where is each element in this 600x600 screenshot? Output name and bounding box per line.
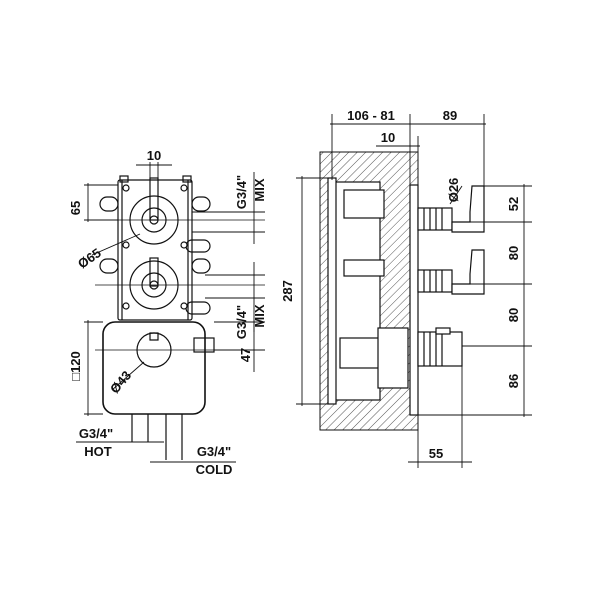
dim-knob-offset bbox=[214, 320, 265, 372]
cover-plate bbox=[409, 184, 419, 416]
upper-valve bbox=[129, 177, 179, 245]
dim-depth-range-label: 106 - 81 bbox=[347, 108, 395, 123]
side-top-dims bbox=[330, 114, 486, 186]
lever-diameter-leader bbox=[449, 185, 463, 205]
diverter-knob bbox=[417, 327, 463, 367]
dim-valve-height-label: 65 bbox=[68, 201, 83, 215]
dim-valve-diameter-label: Ø65 bbox=[75, 245, 104, 271]
side-view bbox=[296, 114, 532, 468]
dim-knob-diameter-label: Ø43 bbox=[107, 368, 134, 396]
inlet-leaders bbox=[76, 441, 236, 463]
side-view-labels: 106 - 81 89 10 Ø26 287 52 80 80 86 55 bbox=[280, 108, 521, 461]
dim-top-width-label: 10 bbox=[147, 148, 161, 163]
inlet-hot-thread-label: G3/4" bbox=[79, 426, 113, 441]
inlet-cold-label: COLD bbox=[196, 462, 233, 477]
dim-box-size bbox=[84, 320, 103, 416]
inlet-cold-thread-label: G3/4" bbox=[197, 444, 231, 459]
diameter-leaders bbox=[91, 233, 145, 391]
mounting-frame bbox=[117, 175, 193, 321]
dim-spacing-middle-1-label: 80 bbox=[506, 246, 521, 260]
dim-spacing-top-label: 52 bbox=[506, 197, 521, 211]
side-bottom-dim bbox=[408, 366, 472, 468]
upper-lever bbox=[417, 185, 485, 233]
dim-outlet-upper bbox=[192, 172, 265, 244]
dim-knob-offset-label: 47 bbox=[238, 348, 253, 362]
dim-spacing-middle-2-label: 80 bbox=[506, 308, 521, 322]
side-right-dims bbox=[418, 184, 532, 417]
outlet-lower-mix-label: MIX bbox=[252, 304, 267, 327]
outlet-upper-mix-label: MIX bbox=[252, 178, 267, 201]
bolts bbox=[122, 184, 188, 310]
lower-lever bbox=[417, 249, 485, 295]
mounting-ears bbox=[99, 196, 211, 315]
dim-knob-projection-label: 55 bbox=[429, 446, 443, 461]
dim-top-width bbox=[136, 162, 172, 178]
front-view-labels: 10 65 Ø65 □120 Ø43 G3/4" MIX G3/4" MIX 4… bbox=[68, 148, 267, 477]
outlet-upper-thread-label: G3/4" bbox=[234, 175, 249, 209]
embedded-body bbox=[327, 177, 409, 405]
centre-lines bbox=[95, 219, 265, 351]
outlet-lower-thread-label: G3/4" bbox=[234, 305, 249, 339]
diverter-box bbox=[102, 321, 215, 415]
dim-lever-diameter-label: Ø26 bbox=[446, 178, 461, 203]
dim-valve-height bbox=[84, 183, 118, 222]
dim-projection-label: 89 bbox=[443, 108, 457, 123]
inlet-pipes bbox=[131, 414, 183, 460]
lower-valve bbox=[129, 257, 179, 310]
side-total-height bbox=[296, 176, 332, 406]
inlet-hot-label: HOT bbox=[84, 444, 112, 459]
dim-spacing-bottom-label: 86 bbox=[506, 374, 521, 388]
front-view bbox=[76, 162, 265, 463]
dim-box-size-label: □120 bbox=[68, 351, 83, 381]
dim-plate-thickness-label: 10 bbox=[381, 130, 395, 145]
dim-total-height-label: 287 bbox=[280, 280, 295, 302]
